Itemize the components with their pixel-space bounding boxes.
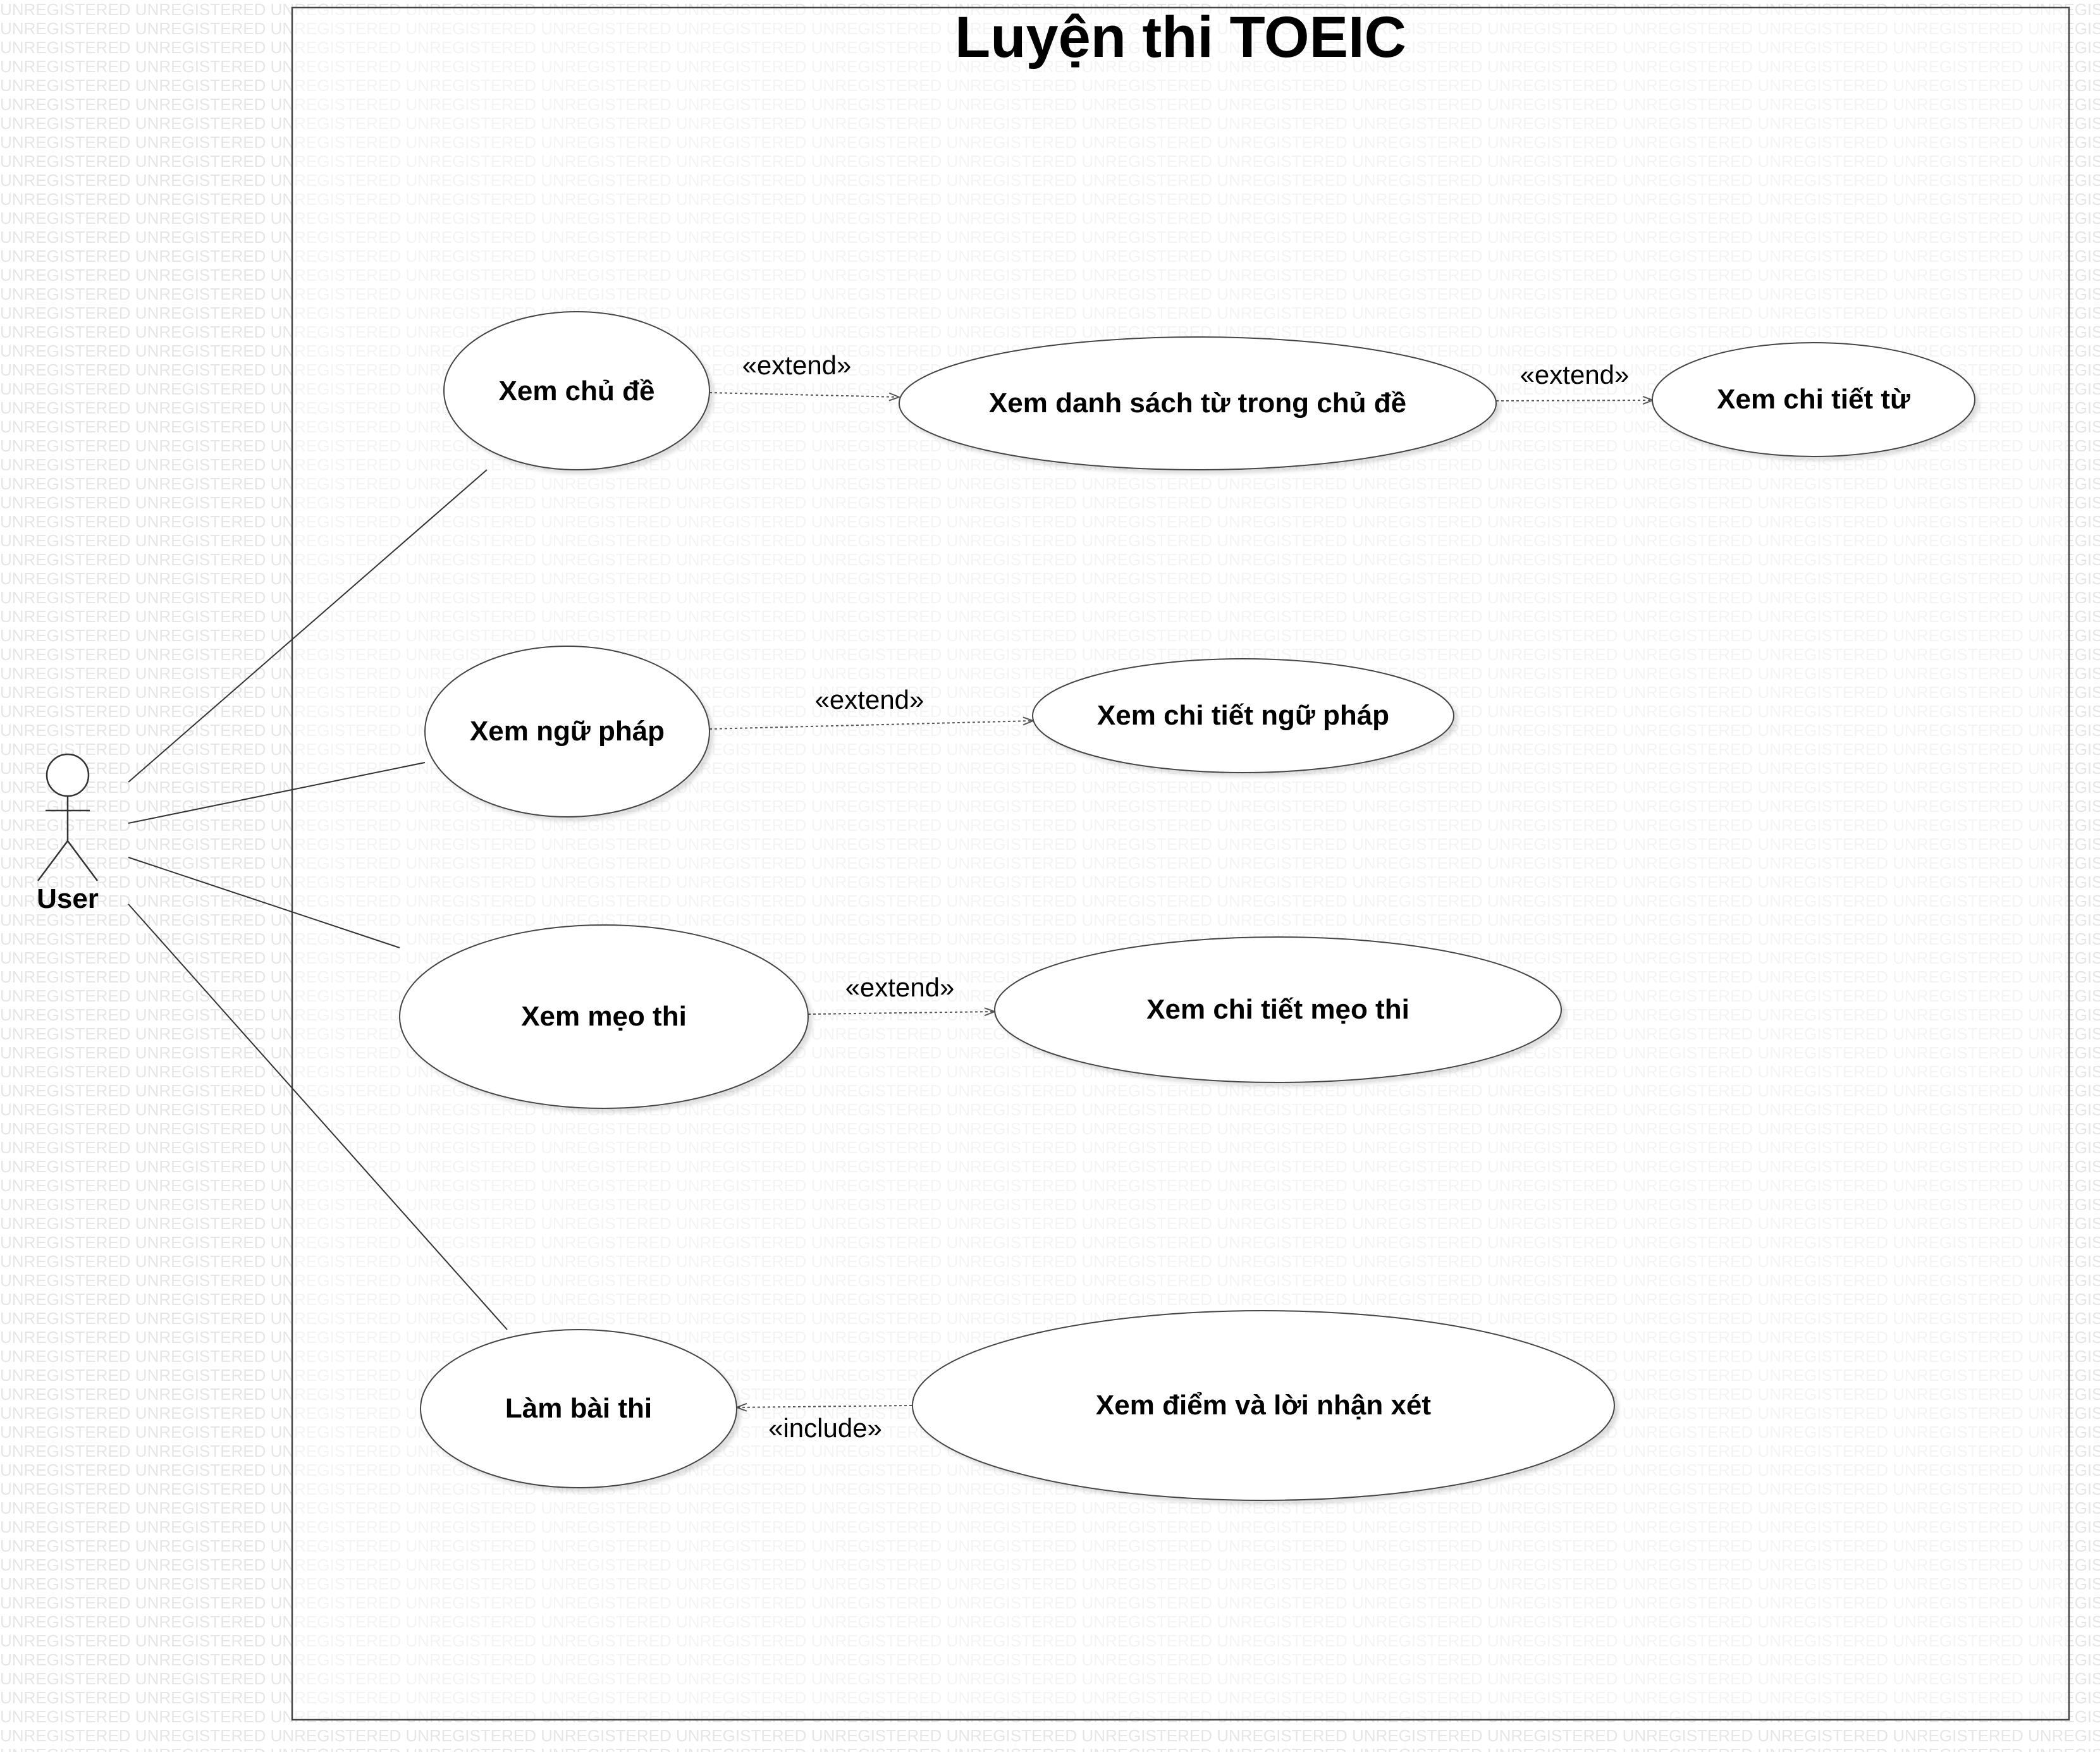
use-case-label: Xem ngữ pháp: [470, 716, 665, 747]
extend-topic-wordlist: [709, 392, 899, 397]
use-case-label: Xem điểm và lời nhận xét: [1096, 1390, 1431, 1421]
actor-head: [46, 753, 90, 797]
use-case-label: Xem chi tiết từ: [1717, 384, 1910, 415]
stereotype-label: «extend»: [815, 685, 924, 714]
use-case-label: Xem chi tiết mẹo thi: [1146, 994, 1409, 1025]
use-case-lam-bai-thi[interactable]: Làm bài thi: [420, 1329, 737, 1488]
actor-label: User: [37, 883, 99, 914]
extend-tips-tipsdetail: [807, 1012, 995, 1014]
use-case-label: Xem danh sách từ trong chủ đề: [989, 388, 1406, 419]
extend-grammar-grammardetail: [709, 721, 1033, 730]
actor-right-leg: [66, 840, 99, 881]
use-case-label: Xem chủ đề: [499, 376, 655, 407]
association-user-topic: [128, 469, 488, 783]
association-user-tips: [128, 857, 400, 948]
use-case-xem-diem-va-loi-nhan-xet[interactable]: Xem điểm và lời nhận xét: [912, 1310, 1615, 1501]
use-case-label: Làm bài thi: [505, 1393, 652, 1424]
use-case-xem-meo-thi[interactable]: Xem mẹo thi: [399, 924, 809, 1109]
use-case-xem-chi-tiet-meo-thi[interactable]: Xem chi tiết mẹo thi: [994, 936, 1562, 1083]
association-user-grammar: [128, 762, 426, 824]
system-title: Luyện thi TOEIC: [955, 5, 1406, 70]
stereotype-label: «extend»: [742, 350, 852, 380]
actor-user[interactable]: User: [37, 753, 99, 914]
use-case-label: Xem chi tiết ngữ pháp: [1097, 700, 1389, 731]
actor-left-leg: [37, 840, 69, 881]
use-case-label: Xem mẹo thi: [521, 1001, 687, 1032]
stereotype-label: «extend»: [845, 972, 955, 1002]
stereotype-label: «extend»: [1520, 360, 1630, 389]
stereotype-label: «include»: [768, 1413, 882, 1443]
use-case-xem-danh-sach-tu[interactable]: Xem danh sách từ trong chủ đề: [899, 336, 1497, 470]
use-case-xem-chi-tiet-tu[interactable]: Xem chi tiết từ: [1652, 342, 1975, 457]
extend-wordlist-worddetail: [1495, 400, 1653, 401]
use-case-xem-ngu-phap[interactable]: Xem ngữ pháp: [424, 646, 710, 818]
include-score-test: [737, 1406, 912, 1407]
association-user-test: [128, 904, 508, 1330]
use-case-xem-chu-de[interactable]: Xem chủ đề: [443, 311, 710, 470]
use-case-xem-chi-tiet-ngu-phap[interactable]: Xem chi tiết ngữ pháp: [1032, 658, 1454, 773]
